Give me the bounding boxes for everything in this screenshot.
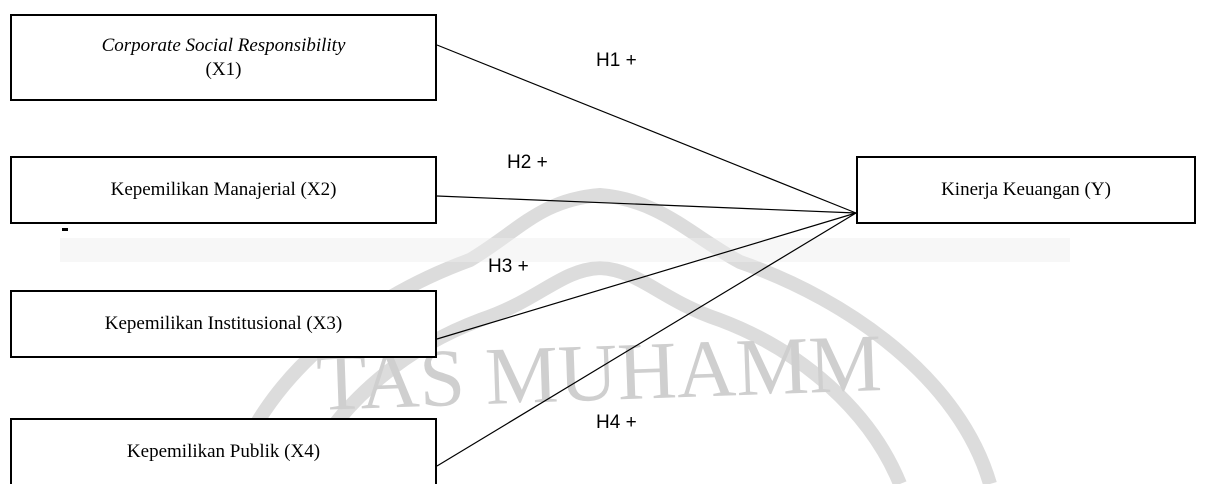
variable-box-y: Kinerja Keuangan (Y) [856, 156, 1196, 224]
connector-x1-y [436, 44, 857, 214]
connector-x2-y [436, 195, 857, 214]
variable-box-x4: Kepemilikan Publik (X4) [10, 418, 437, 484]
watermark-band [60, 238, 1070, 262]
variable-label-x2: Kepemilikan Manajerial (X2) [110, 179, 337, 201]
variable-box-x1: Corporate Social Responsibility (X1) [10, 14, 437, 101]
hypothesis-label-h2: H2 + [507, 152, 548, 173]
variable-label-x4: Kepemilikan Publik (X4) [126, 441, 321, 463]
variable-box-x3: Kepemilikan Institusional (X3) [10, 290, 437, 358]
hypothesis-label-h4: H4 + [596, 412, 637, 433]
connector-x3-y [436, 212, 857, 340]
variable-label-x1: (X1) [205, 58, 242, 80]
stray-mark [62, 228, 68, 231]
variable-box-x2: Kepemilikan Manajerial (X2) [10, 156, 437, 224]
variable-label-x1-italic: Corporate Social Responsibility [101, 34, 346, 56]
connector-x4-y [436, 212, 857, 467]
variable-label-x3: Kepemilikan Institusional (X3) [104, 313, 343, 335]
hypothesis-label-h1: H1 + [596, 50, 637, 71]
hypothesis-label-h3: H3 + [488, 256, 529, 277]
variable-label-y: Kinerja Keuangan (Y) [941, 179, 1111, 201]
